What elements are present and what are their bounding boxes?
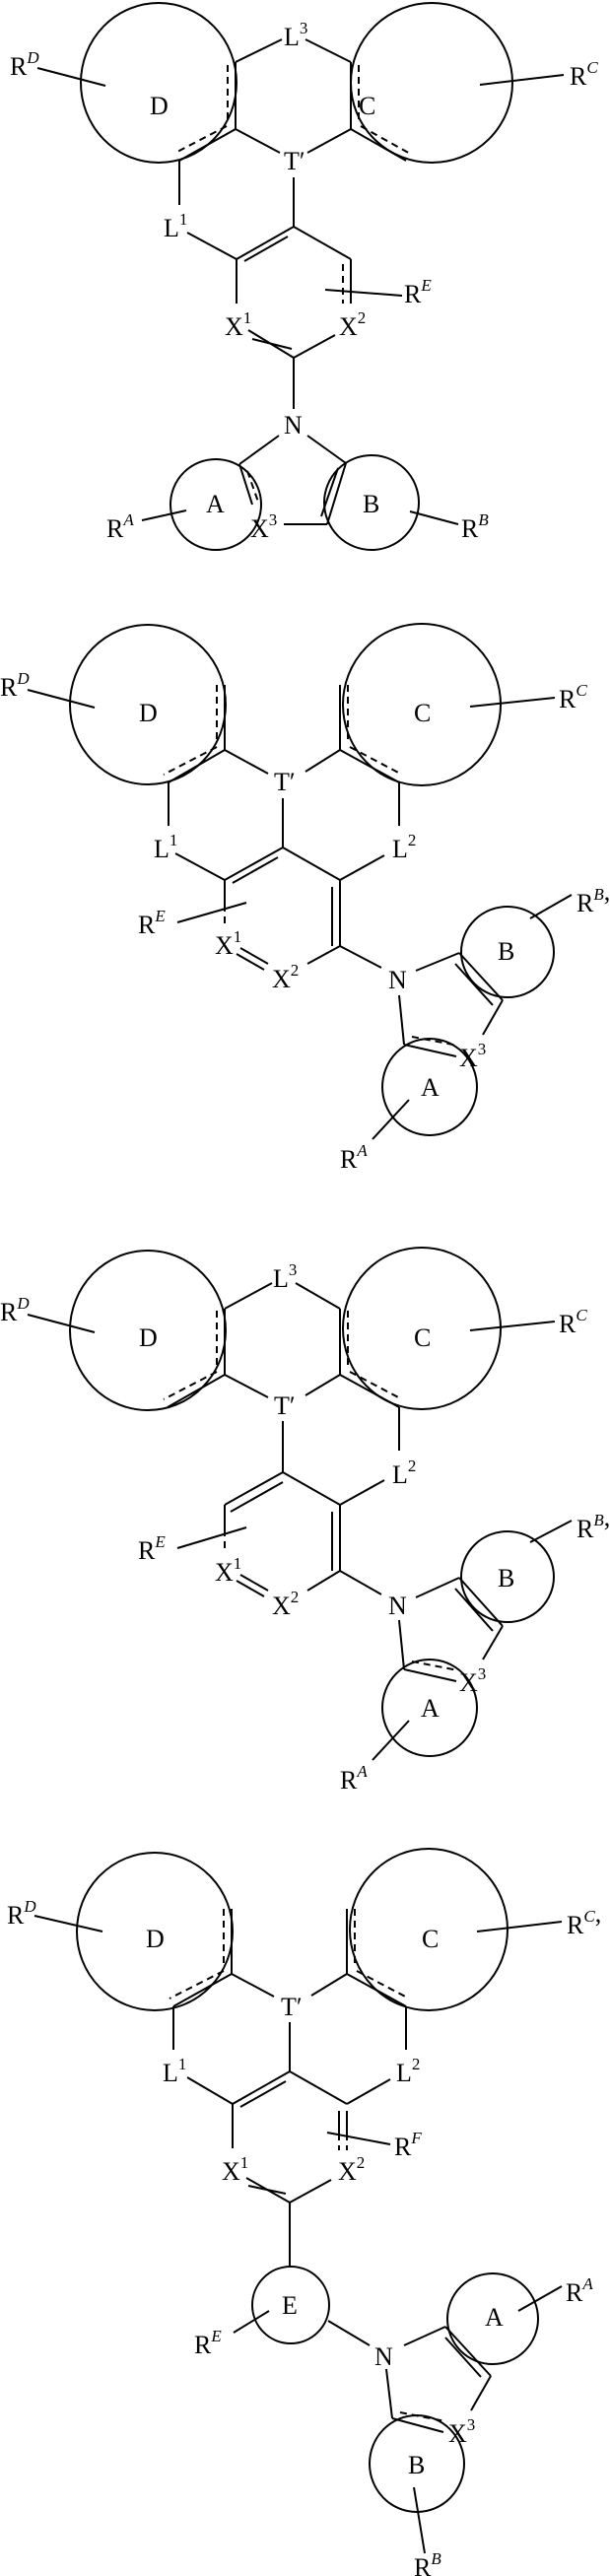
label-rb: RB, <box>576 1503 610 1543</box>
label-ring-b: B <box>498 1564 514 1593</box>
label-ra: RA <box>106 510 134 543</box>
structure-4: D C T′ L1 L2 RF X1 X2 E RE N A RA X3 B R… <box>7 1848 601 2576</box>
label-ring-c: C <box>414 699 431 727</box>
label-x3: X3 <box>459 1664 486 1697</box>
label-x3: X3 <box>250 510 277 543</box>
label-n: N <box>374 2342 393 2371</box>
label-ring-d: D <box>139 1323 158 1352</box>
label-ra: RA <box>340 1141 368 1174</box>
label-l1: L1 <box>154 831 177 863</box>
label-ring-c: C <box>422 1925 439 1953</box>
ring-a <box>169 458 262 551</box>
label-rc: RC, <box>567 1899 601 1939</box>
label-x2: X2 <box>338 2153 365 2186</box>
label-re: RE <box>194 2327 222 2359</box>
label-re: RE <box>404 276 432 308</box>
label-ring-a: A <box>421 1694 440 1723</box>
label-ring-b: B <box>498 937 514 966</box>
label-l3: L3 <box>273 1260 297 1293</box>
label-x2: X2 <box>272 961 299 993</box>
label-rc: RC <box>570 58 598 91</box>
ring-a <box>446 2272 539 2365</box>
label-ring-b: B <box>363 490 379 518</box>
label-t-prime: T′ <box>274 768 296 796</box>
structure-3: D C L3 T′ L2 RE X1 X2 N B X3 A RA RB, RD… <box>0 1247 610 1795</box>
label-n: N <box>388 1592 407 1620</box>
label-ring-c: C <box>359 92 375 120</box>
ring-b <box>369 2414 465 2513</box>
label-ring-e: E <box>282 2291 298 2320</box>
label-x2: X2 <box>272 1588 299 1620</box>
label-rd: RD <box>10 48 39 81</box>
ring-e <box>251 2266 330 2344</box>
ring-c <box>350 2 513 164</box>
ring-c <box>349 1848 508 2011</box>
label-rd: RD <box>7 1897 36 1930</box>
label-ring-d: D <box>139 699 158 727</box>
label-x1: X1 <box>215 1554 241 1587</box>
label-ring-d: D <box>146 1925 165 1953</box>
label-x3: X3 <box>448 2415 475 2448</box>
label-rb: RB, <box>576 877 610 917</box>
structure-2: D C T′ L1 L2 RE X1 X2 N B X3 A RA RB, RD… <box>0 623 610 1174</box>
ring-c <box>342 623 502 786</box>
label-t-prime: T′ <box>281 1993 303 2021</box>
label-x1: X1 <box>215 927 241 960</box>
label-ring-d: D <box>150 92 169 120</box>
label-l2: L2 <box>392 1457 416 1489</box>
label-l1: L1 <box>163 2055 186 2087</box>
label-n: N <box>284 411 303 440</box>
label-re: RE <box>138 1532 166 1565</box>
label-ring-b: B <box>408 2451 425 2479</box>
label-l2: L2 <box>396 2055 420 2087</box>
label-ring-a: A <box>485 2303 504 2332</box>
label-t-prime: T′ <box>274 1391 296 1420</box>
label-x2: X2 <box>339 308 366 341</box>
label-ra: RA <box>340 1762 368 1795</box>
label-l2: L2 <box>392 831 416 863</box>
ring-c <box>342 1247 502 1410</box>
ring-b <box>323 454 420 551</box>
ring-d <box>80 2 237 164</box>
label-rb: RB <box>414 2549 441 2576</box>
label-x1: X1 <box>222 2153 248 2186</box>
label-rd: RD <box>0 669 30 702</box>
ring-b <box>460 1530 555 1623</box>
label-re: RE <box>138 907 166 939</box>
label-ring-a: A <box>421 1073 440 1102</box>
ring-a <box>381 1659 478 1757</box>
label-rc: RC <box>559 1306 587 1338</box>
ring-b <box>460 906 555 998</box>
label-rd: RD <box>0 1294 30 1326</box>
label-l3: L3 <box>284 19 307 51</box>
label-rc: RC <box>559 681 587 713</box>
label-rb: RB <box>461 510 489 543</box>
label-ra: RA <box>566 2274 593 2307</box>
label-rf: RF <box>394 2129 422 2161</box>
label-l1: L1 <box>164 210 187 242</box>
ring-a <box>381 1038 478 1136</box>
label-n: N <box>388 966 407 994</box>
label-t-prime: T′ <box>284 147 305 175</box>
label-ring-c: C <box>414 1323 431 1352</box>
label-ring-a: A <box>206 490 225 518</box>
label-x1: X1 <box>225 308 251 341</box>
structure-1: L3 T′ L1 RE X1 X2 N A B C D X3 RA RB RD … <box>10 2 598 551</box>
